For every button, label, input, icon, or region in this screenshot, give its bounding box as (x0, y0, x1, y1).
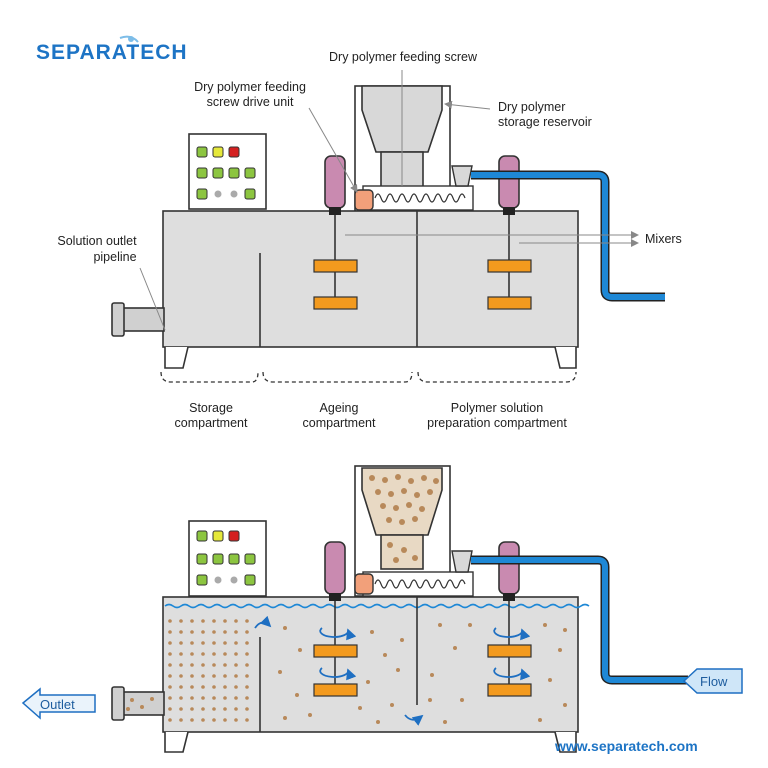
brace-storage (160, 371, 259, 383)
label-storage-2: compartment (175, 416, 248, 430)
circulation-arrow-storage (254, 615, 272, 629)
inlet-pipe (471, 172, 665, 300)
tank-body (162, 210, 579, 348)
website-url: www.separatech.com (554, 738, 698, 754)
control-panel-2 (188, 520, 267, 597)
screw-housing (362, 185, 474, 211)
circulation-arrow-ageing (404, 714, 424, 726)
screw-coil (374, 193, 466, 203)
top-diagram: Dry polymer feeding screw Dry polymer fe… (57, 50, 681, 430)
label-reservoir-2: storage reservoir (498, 115, 592, 129)
inlet-pipe-2 (471, 557, 688, 683)
outlet-arrow: Outlet (21, 687, 96, 720)
label-outlet-1: Solution outlet (57, 234, 137, 248)
storage-particles (168, 618, 255, 728)
flow-arrow: Flow (682, 668, 743, 694)
label-feeding-screw: Dry polymer feeding screw (329, 50, 478, 64)
hopper-particles (369, 474, 439, 563)
brace-prep (417, 371, 577, 383)
label-reservoir-1: Dry polymer (498, 100, 565, 114)
hopper-funnel-filled (361, 467, 443, 536)
label-prep-2: preparation compartment (427, 416, 567, 430)
control-panel (188, 133, 267, 210)
outlet-label: Outlet (40, 697, 75, 712)
label-mixers: Mixers (645, 232, 682, 246)
logo-text: SEPARATECH (36, 41, 188, 64)
flow-label: Flow (700, 674, 728, 689)
separatech-logo: SEPARATECH (36, 35, 188, 64)
feed-chute (451, 165, 473, 187)
mixer-right-2 (487, 541, 532, 697)
tank-particles (278, 623, 567, 724)
label-ageing-2: compartment (303, 416, 376, 430)
label-prep-1: Polymer solution (451, 401, 543, 415)
water-surface (164, 603, 590, 609)
label-drive-unit-1: Dry polymer feeding (194, 80, 306, 94)
label-ageing-1: Ageing (320, 401, 359, 415)
bottom-diagram: Outlet Flow www.separatech.com (21, 465, 743, 754)
brace-ageing (262, 371, 413, 383)
label-drive-unit-2: screw drive unit (207, 95, 294, 109)
label-outlet-2: pipeline (93, 250, 136, 264)
mixer-right (487, 155, 532, 310)
mixer-left (313, 155, 358, 310)
label-storage-1: Storage (189, 401, 233, 415)
screw-drive-unit (354, 189, 374, 211)
mixer-left-2 (313, 541, 358, 697)
